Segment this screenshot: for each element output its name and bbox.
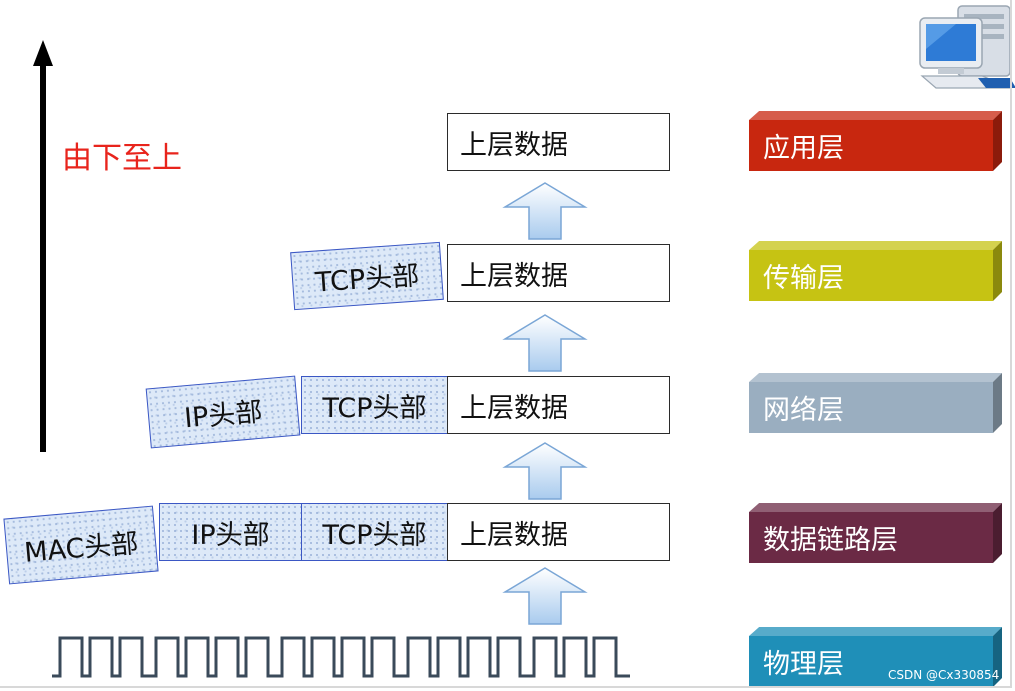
- payload-box-transport: 上层数据: [447, 244, 670, 302]
- layer-top-face: [749, 503, 1002, 512]
- up-arrow-3: [502, 442, 588, 500]
- tcp-header-transport: TCP头部: [290, 241, 444, 311]
- layer-label-transport: 传输层: [749, 250, 993, 301]
- layer-label-application: 应用层: [749, 120, 993, 171]
- up-arrow-1: [502, 182, 588, 240]
- tcp-header-datalink: TCP头部: [301, 503, 448, 561]
- layer-side-face: [993, 373, 1002, 433]
- watermark: CSDN @Cx330854: [888, 668, 1000, 682]
- layer-top-face: [749, 241, 1002, 250]
- layer-top-face: [749, 627, 1002, 636]
- up-arrows: [502, 182, 588, 625]
- tcp-header-network: TCP头部: [301, 376, 448, 434]
- physical-signal-wave: [52, 636, 630, 678]
- layer-network: 网络层: [749, 373, 1002, 433]
- layer-side-face: [993, 503, 1002, 563]
- payload-box-app: 上层数据: [447, 113, 670, 171]
- layer-side-face: [993, 111, 1002, 171]
- layer-side-face: [993, 627, 1002, 687]
- layer-top-face: [749, 373, 1002, 382]
- layer-physical: 物理层: [749, 627, 1002, 687]
- layer-top-face: [749, 111, 1002, 120]
- layer-label-datalink: 数据链路层: [749, 512, 993, 563]
- up-arrow-4: [502, 567, 588, 625]
- layer-label-physical: 物理层: [749, 636, 993, 687]
- layer-side-face: [993, 241, 1002, 301]
- mac-header-datalink: MAC头部: [3, 505, 159, 585]
- payload-box-datalink: 上层数据: [447, 503, 670, 561]
- direction-label: 由下至上: [62, 141, 182, 176]
- layer-application: 应用层: [749, 111, 1002, 171]
- computer-icon: [919, 5, 1015, 89]
- up-arrow-2: [502, 314, 588, 372]
- layer-datalink: 数据链路层: [749, 503, 1002, 563]
- upward-direction-arrow: [33, 40, 53, 452]
- ip-header-datalink: IP头部: [159, 503, 302, 561]
- layer-transport: 传输层: [749, 241, 1002, 301]
- layer-label-network: 网络层: [749, 382, 993, 433]
- payload-box-network: 上层数据: [447, 376, 670, 434]
